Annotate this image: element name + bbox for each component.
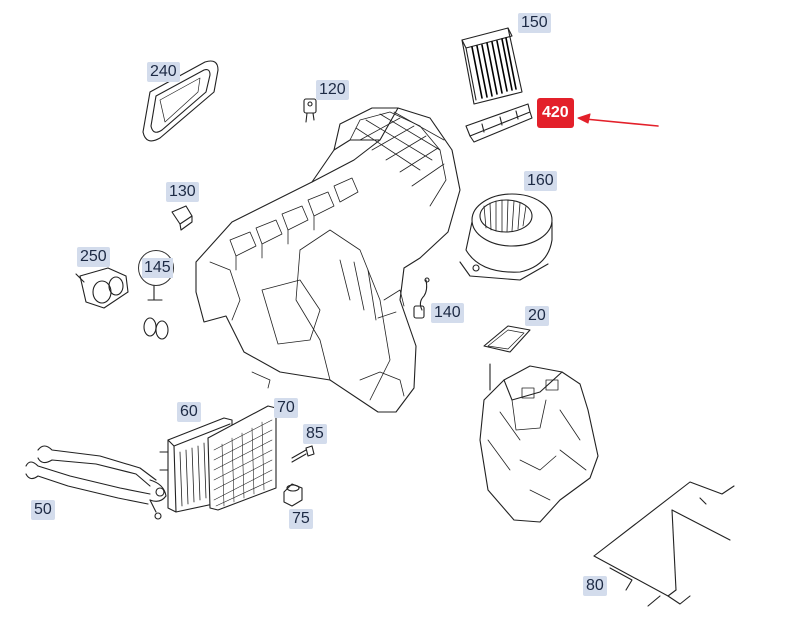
part-250[interactable] [75,267,129,309]
callout-250[interactable]: 250 [77,247,110,267]
callout-75[interactable]: 75 [289,509,313,529]
callout-120[interactable]: 120 [316,80,349,100]
part-130[interactable] [171,205,193,231]
part-50-pipes[interactable] [25,445,167,520]
callout-420-highlighted[interactable]: 420 [537,98,574,128]
callout-140[interactable]: 140 [431,303,464,323]
part-20-gasket[interactable] [483,325,531,353]
part-hvac-housing [195,107,461,413]
callout-160[interactable]: 160 [524,171,557,191]
callout-80[interactable]: 80 [583,576,607,596]
part-70-heater-grid[interactable] [207,405,277,511]
callout-60[interactable]: 60 [177,402,201,422]
callout-70[interactable]: 70 [274,398,298,418]
part-160-blower[interactable] [459,193,553,281]
callout-85[interactable]: 85 [303,424,327,444]
arrow-420 [577,113,659,127]
part-75-nut[interactable] [283,483,303,507]
callout-20[interactable]: 20 [525,306,549,326]
part-80-wiring[interactable] [593,481,735,607]
part-140[interactable] [413,277,430,319]
part-240-gasket[interactable] [142,60,219,142]
callout-145-circle[interactable]: 145 [138,250,174,286]
part-120-sensor[interactable] [303,98,317,123]
callout-130[interactable]: 130 [166,182,199,202]
callout-150[interactable]: 150 [518,13,551,33]
callout-240[interactable]: 240 [147,62,180,82]
part-150-cabin-filter[interactable] [461,27,523,105]
part-420-filter-holder[interactable] [465,103,533,143]
part-housing-right [479,363,599,523]
callout-145: 145 [142,258,173,278]
part-145-o-rings[interactable] [143,283,169,340]
callout-50[interactable]: 50 [31,500,55,520]
part-85-screw[interactable] [291,445,315,463]
